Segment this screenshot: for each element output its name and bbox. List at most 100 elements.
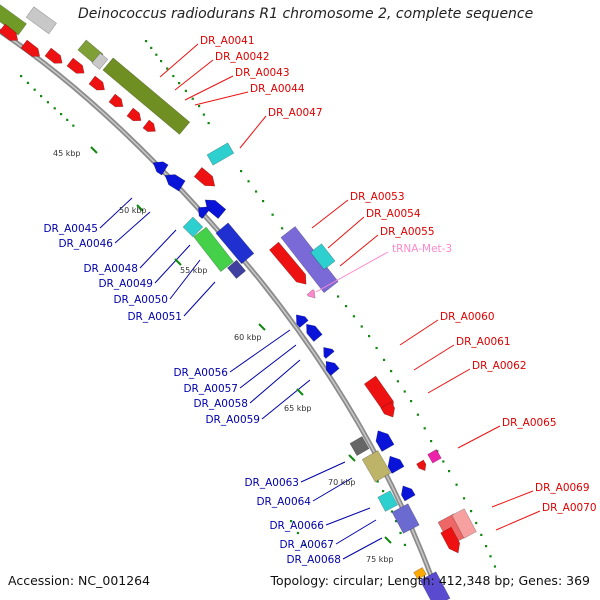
tick-mark [174,258,182,266]
label-dr-a0061: DR_A0061 [456,336,511,348]
feature-olive-3-shape [102,57,191,135]
reverse-gene-a0049 [198,206,211,219]
gc-dot [66,118,69,121]
reverse-gene-a0057-shape [296,314,309,328]
feature-grey-2 [91,52,109,70]
leader-line-reverse [312,477,353,502]
feature-cyan-4-shape [377,490,399,512]
feature-olive-1 [0,0,27,36]
leader-line-forward [491,490,534,508]
gc-dot [160,60,163,63]
forward-gene-a0065-shape [416,459,427,472]
forward-gene-top-4-shape [88,75,105,91]
gc-dot [382,358,386,361]
label-dr-a0070: DR_A0070 [542,502,597,514]
gc-dot [410,400,413,403]
chromosome-backbone [0,28,443,600]
forward-gene-top-7-shape [142,119,156,132]
forward-gene-top-1 [20,39,41,57]
tick-mark [258,323,266,331]
gc-dot [395,520,398,523]
leader-line-forward [399,319,439,346]
feature-green-1 [193,226,234,272]
label-dr-a0054: DR_A0054 [366,208,421,220]
label-dr-a0044: DR_A0044 [250,83,305,95]
sequence-summary: Topology: circular; Length: 412,348 bp; … [270,573,590,588]
label-dr-a0041: DR_A0041 [200,35,255,47]
feature-cyan-1 [206,142,235,166]
label-dr-a0043: DR_A0043 [235,67,290,79]
feature-green-1-shape [193,226,234,272]
leader-line-forward [327,216,365,249]
label-dr-a0063: DR_A0063 [244,477,299,489]
leader-line-forward [311,199,349,229]
leader-line-reverse [169,259,201,300]
length-value: 412,348 bp [438,573,511,588]
feature-blue-2 [391,503,420,534]
tick-mark [384,536,392,544]
forward-gene-top-7 [142,119,156,132]
label-dr-a0045: DR_A0045 [43,223,98,235]
tick-label: 55 kbp [180,266,208,275]
label-dr-a0069: DR_A0069 [535,482,590,494]
gc-dot [480,533,483,536]
label-dr-a0047: DR_A0047 [268,107,323,119]
forward-gene-top-2 [44,47,63,64]
leader-line-reverse [239,344,297,389]
leader-line-forward [427,368,471,394]
gc-dot [396,380,399,383]
label-dr-a0062: DR_A0062 [472,360,527,372]
gc-dot [337,295,340,298]
gc-dot [198,105,201,108]
forward-gene-top-3-shape [66,57,85,74]
tick-label: 75 kbp [366,555,394,564]
map-title: Deinococcus radiodurans R1 chromosome 2,… [78,6,534,22]
leader-line-forward [413,344,455,371]
gc-dot [281,227,284,230]
reverse-gene-a0058-shape [325,360,340,376]
label-dr-a0057: DR_A0057 [183,383,238,395]
gc-dot [470,510,473,513]
gc-dot [207,122,210,125]
feature-pink-1-shape [451,508,477,539]
gc-dot [247,180,250,183]
chromosome-backbone-highlight [0,30,441,600]
reverse-gene-a0064 [387,455,405,474]
gc-dot [178,82,181,85]
tick-label: 70 kbp [328,478,356,487]
genes-label: Genes: [518,573,563,588]
feature-cyan-3-shape [310,243,336,270]
leader-line-forward [457,425,501,449]
label-dr-a0065: DR_A0065 [502,417,557,429]
reverse-gene-a0056 [306,323,323,342]
gc-dot [462,497,466,500]
gc-dot [423,427,426,430]
gc-dot [403,390,406,393]
label-dr-a0068: DR_A0068 [286,554,341,566]
topology-label: Topology: [270,573,329,588]
gc-dot [416,413,419,416]
leader-line-forward [159,43,199,78]
gc-dot [46,101,49,104]
label-leader-lines [99,43,541,560]
feature-cyan-3 [310,243,336,270]
leader-line-reverse [261,379,311,420]
forward-gene-a0053-shape [269,241,307,285]
gc-dot [390,510,394,513]
forward-gene-a0069 [440,526,461,554]
feature-orange-1 [413,567,427,580]
reverse-gene-a0046 [152,161,169,176]
genes-value: 369 [566,573,590,588]
gc-dot [254,190,258,193]
gc-dot [345,305,348,308]
gc-dot [184,89,187,93]
gc-dot [26,81,29,84]
feature-cyan-1-shape [206,142,235,166]
reverse-gene-a0057 [296,314,309,328]
reverse-gene-a0049-shape [198,206,211,219]
tick-mark [90,146,98,154]
leader-line-reverse [154,244,191,284]
label-dr-a0066: DR_A0066 [269,520,324,532]
